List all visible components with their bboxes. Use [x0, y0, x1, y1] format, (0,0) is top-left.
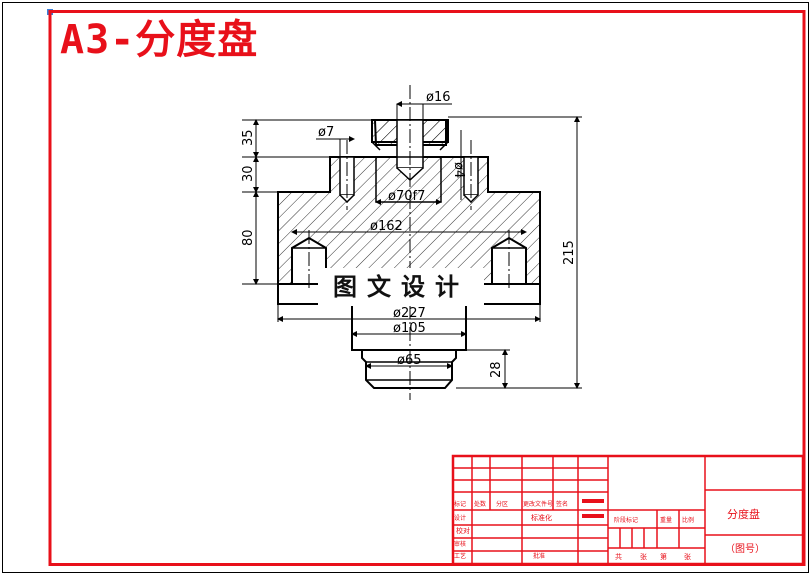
dim-h215: 215 — [562, 240, 577, 265]
tb-proofread: 校对 — [456, 526, 470, 535]
dim-d7: ø7 — [318, 125, 334, 140]
dim-h80: 80 — [241, 229, 256, 246]
tb-design: 设计 — [454, 514, 466, 522]
dim-d16: ø16 — [426, 90, 451, 105]
sheet-title: A3-分度盘 — [60, 17, 259, 63]
drawing-frame — [48, 10, 806, 566]
tb-signature: 签名 — [556, 500, 568, 508]
tb-scale: 比例 — [682, 516, 694, 524]
tb-standardization: 标准化 — [531, 513, 552, 522]
watermark: 图文设计 — [318, 268, 484, 306]
tb-stage-mark: 阶段标记 — [614, 516, 638, 524]
tb-part-name: 分度盘 — [727, 507, 760, 521]
tb-change-doc: 更改文件号 — [523, 500, 553, 508]
dim-d227: ø227 — [393, 306, 426, 321]
dim-h30: 30 — [241, 165, 256, 182]
tb-sheet-no: 第 — [660, 552, 667, 561]
dim-h35: 35 — [241, 129, 256, 146]
dim-d65: ø65 — [397, 353, 422, 368]
dim-d70f7: ø70f7 — [388, 189, 425, 204]
dim-d162: ø162 — [370, 219, 403, 234]
tb-approve: 批准 — [533, 552, 545, 560]
tb-zone: 分区 — [496, 500, 508, 508]
tb-process: 工艺 — [454, 552, 466, 560]
tb-drawing-no: （图号） — [725, 543, 765, 555]
tb-count: 处数 — [474, 500, 486, 508]
tb-weight: 重量 — [660, 516, 672, 524]
part-section — [277, 119, 541, 389]
tb-sheets: 张 — [640, 552, 647, 561]
center-lines — [308, 85, 510, 400]
tb-audit: 审核 — [454, 540, 466, 548]
tb-sheet-unit: 张 — [684, 552, 691, 561]
tb-total: 共 — [615, 552, 622, 561]
spigot-body — [361, 349, 457, 389]
tb-mark: 标记 — [454, 500, 466, 508]
dim-d105: ø105 — [393, 321, 426, 336]
dim-h28: 28 — [489, 361, 504, 378]
dimension-lines — [242, 101, 582, 389]
title-block: 标记 处数 分区 更改文件号 签名 设计 工艺 批准 审核 阶段标记 重量 比例… — [451, 454, 805, 566]
dim-d4: ø4 — [451, 162, 466, 178]
